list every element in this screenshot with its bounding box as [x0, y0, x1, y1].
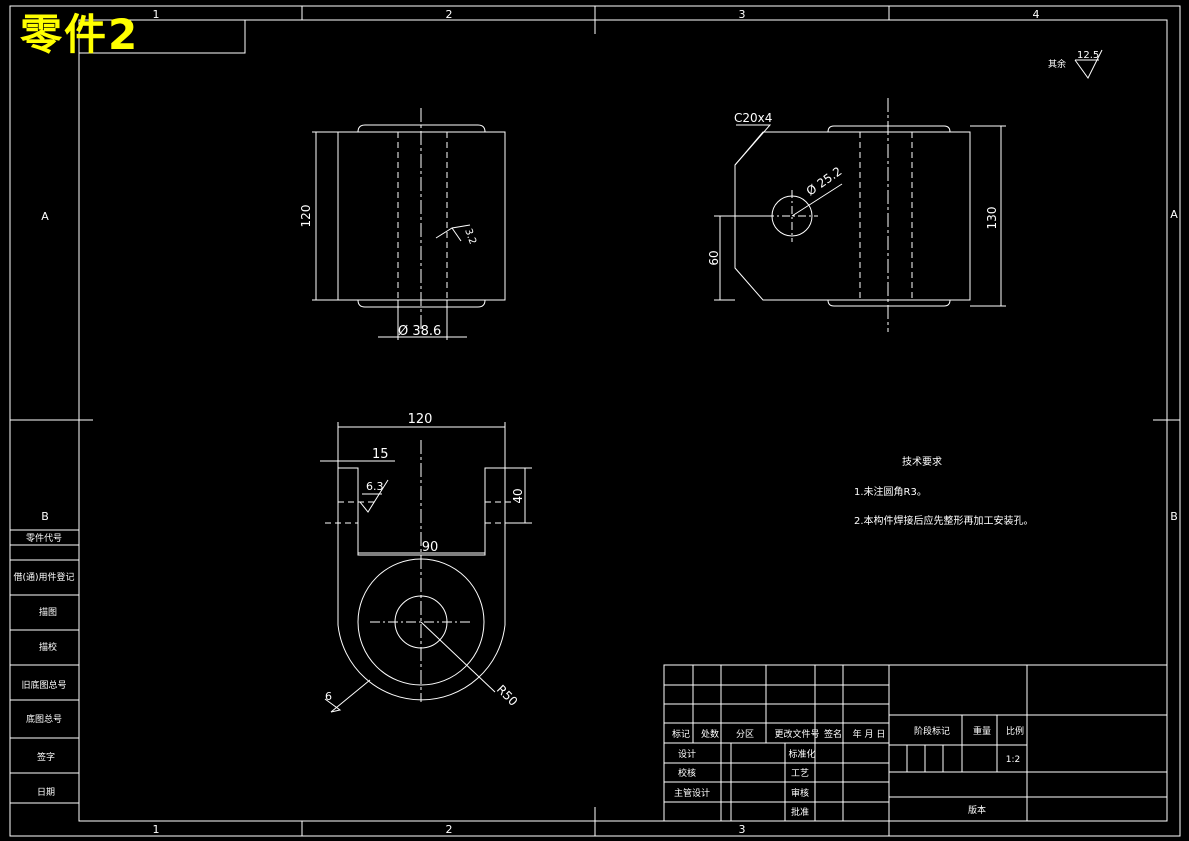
tb-check: 校核: [678, 767, 696, 779]
zone-row-b-right: B: [1170, 510, 1178, 523]
zone-col-4-top: 4: [1033, 8, 1040, 21]
side-table-date: 日期: [37, 787, 55, 798]
top-inner-dim: 90: [422, 540, 439, 555]
roughness-symbol-icon: [1074, 49, 1103, 79]
side-table-signature: 签字: [37, 751, 55, 763]
technical-requirements: 技术要求 1.未注圆角R3。 2.本构件焊接后应先整形再加工安装孔。: [854, 455, 1034, 527]
side-table-trace: 描图: [39, 606, 57, 618]
tb-scale-label: 比例: [1006, 725, 1024, 737]
title-block-labels: 标记 处数 分区 更改文件号 签名 年 月 日 设计 标准化 校核 工艺 主管设…: [672, 725, 1024, 818]
tech-req-title: 技术要求: [902, 455, 942, 468]
roughness-value: 12.5: [1077, 50, 1099, 61]
tb-zone: 分区: [736, 729, 754, 740]
tb-weight: 重量: [973, 725, 991, 737]
tb-approve: 批准: [791, 806, 809, 818]
front-bore-dim: Ø 38.6: [398, 324, 441, 339]
side-hole-dim: Ø 25.2: [804, 164, 845, 198]
zone-col-2-bottom: 2: [446, 823, 453, 836]
zone-col-3-top: 3: [739, 8, 746, 21]
side-table-part-code: 零件代号: [26, 532, 62, 544]
zone-col-3-bottom: 3: [739, 823, 746, 836]
side-table-borrowed: 借(通)用件登记: [13, 571, 74, 583]
top-weld-dim: 6: [325, 690, 332, 703]
zone-row-a-right: A: [1170, 208, 1178, 221]
tb-stage: 阶段标记: [914, 725, 950, 737]
tb-chief: 主管设计: [674, 787, 710, 799]
top-roughness: 6.3: [366, 480, 384, 493]
side-table-old-number: 旧底图总号: [21, 679, 66, 691]
side-view-dims: C20x4 Ø 25.2 130 60: [707, 111, 999, 266]
front-height-dim: 120: [299, 205, 313, 228]
front-view-dims: 120 Ø 38.6 3.2: [299, 205, 478, 339]
tech-req-item-2: 2.本构件焊接后应先整形再加工安装孔。: [854, 514, 1034, 527]
top-radius-dim: R50: [494, 682, 521, 709]
top-view-dims: 120 15 40 6.3 90 R50 6: [325, 412, 525, 709]
side-table-labels: 零件代号 借(通)用件登记 描图 描校 旧底图总号 底图总号 签字 日期: [13, 532, 74, 798]
top-view: [320, 422, 532, 713]
tb-standard: 标准化: [788, 748, 815, 760]
zone-col-1-bottom: 1: [153, 823, 160, 836]
front-view: [312, 108, 506, 340]
tb-version: 版本: [968, 804, 986, 816]
tech-req-item-1: 1.未注圆角R3。: [854, 485, 927, 498]
tb-design: 设计: [678, 748, 696, 760]
zone-labels: 1 2 3 4 1 2 3 A B A B: [41, 8, 1178, 836]
tb-scale: 1:2: [1006, 755, 1020, 765]
tb-signature: 签名: [824, 728, 842, 740]
side-table-trace-check: 描校: [39, 641, 57, 653]
tb-review: 审核: [791, 787, 809, 799]
drawing-frame: [9, 5, 1181, 837]
title-block: [663, 664, 1168, 822]
tb-date: 年 月 日: [853, 728, 886, 740]
zone-row-b-left: B: [41, 510, 49, 523]
drawing-title: 零件2: [20, 10, 140, 59]
side-table: [10, 529, 79, 804]
zone-col-1-top: 1: [153, 8, 160, 21]
tb-mark: 标记: [672, 728, 690, 740]
roughness-other-label: 其余: [1048, 58, 1066, 70]
side-height-dim: 130: [985, 207, 999, 230]
top-wall-dim: 15: [372, 447, 389, 462]
top-width-dim: 120: [408, 412, 433, 427]
side-chamfer-dim: C20x4: [734, 111, 772, 125]
side-offset-dim: 60: [707, 250, 721, 265]
front-roughness: 3.2: [462, 227, 478, 246]
side-table-base-number: 底图总号: [26, 713, 62, 725]
roughness-note: 其余 12.5: [1048, 49, 1103, 79]
tb-change-doc: 更改文件号: [774, 728, 819, 740]
tb-count: 处数: [701, 728, 719, 740]
tb-process: 工艺: [791, 768, 809, 779]
zone-row-a-left: A: [41, 210, 49, 223]
side-view: [714, 98, 1006, 332]
top-depth-dim: 40: [511, 488, 525, 503]
zone-col-2-top: 2: [446, 8, 453, 21]
